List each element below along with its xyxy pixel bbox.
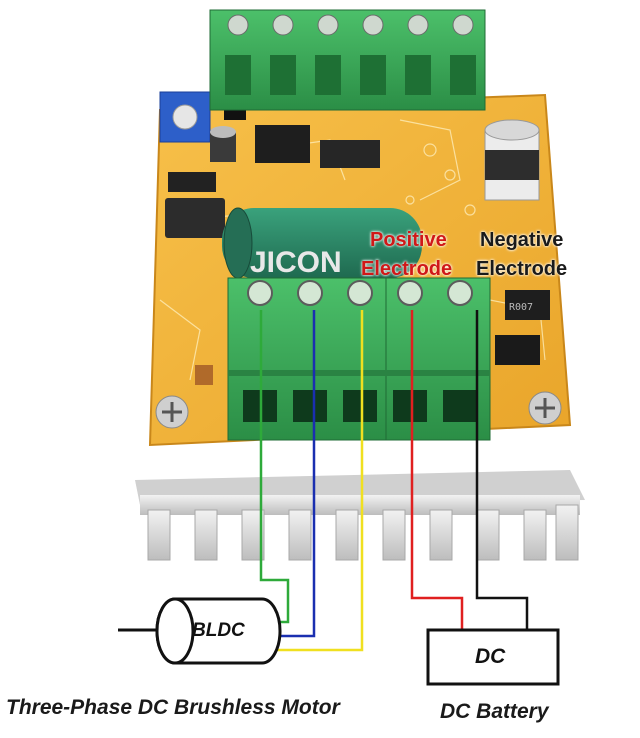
mounting-screw [155,395,189,429]
ic-chip [320,140,380,168]
capacitor-brand: JICON [250,246,342,279]
negative-label-line1: Negative [480,229,564,251]
electrolytic-capacitor-top-right [484,119,540,201]
wiring [259,310,529,652]
mounting-screw [528,391,562,425]
smd-component [168,172,216,192]
battery-caption: DC Battery [440,700,549,723]
wire-yellow [270,310,364,652]
front-terminal-block [227,277,491,441]
positive-label-line1: Positive [370,229,447,251]
motor-box-label: BLDC [192,620,245,641]
electrolytic-capacitor-large: JICON [222,207,422,279]
wire-black [475,310,529,630]
mosfet [255,125,310,163]
electrolytic-capacitor-small [210,126,236,162]
chip-marking: R007 [509,302,533,313]
motor-caption: Three-Phase DC Brushless Motor [6,696,340,719]
motor-symbol [118,597,282,665]
wire-blue [270,310,316,638]
inductor [165,198,225,238]
battery-box-label: DC [475,645,506,668]
wire-red [410,310,464,630]
heatsink [135,470,585,561]
positive-label-line2: Electrode [361,258,453,280]
wire-green [259,310,290,624]
battery-box [426,628,560,686]
smd-capacitor [195,365,213,385]
smd-chip [505,290,550,320]
top-terminal-block [209,9,486,111]
diode [495,335,540,365]
negative-label-line2: Electrode [476,258,568,280]
